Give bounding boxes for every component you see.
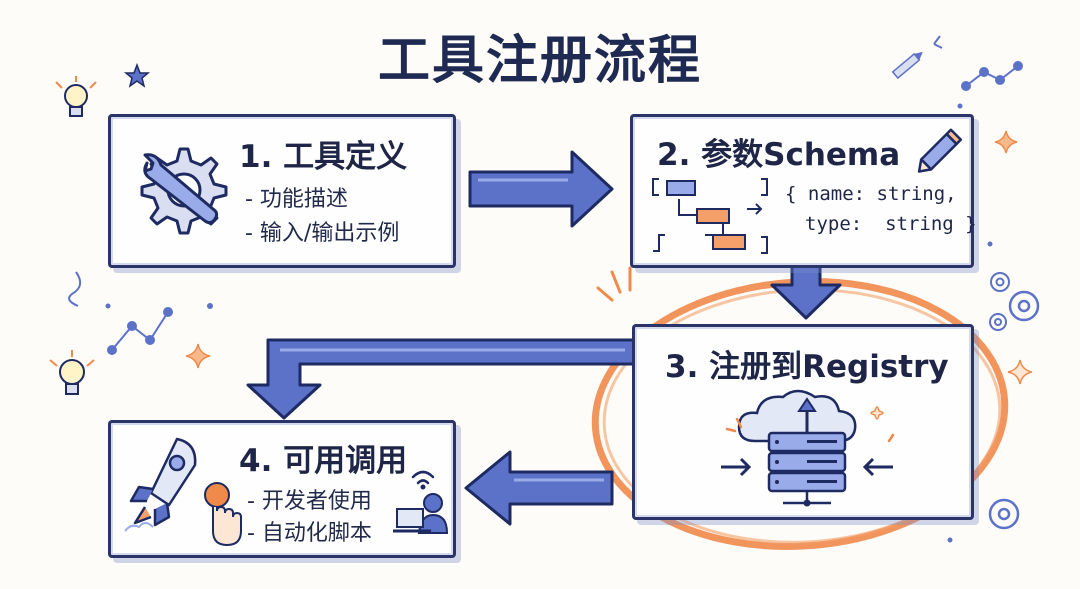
developer-laptop-icon — [393, 470, 449, 534]
line-graph-icon — [961, 61, 1023, 91]
rocket-icon — [124, 437, 197, 532]
arrow-step3-to-step4 — [246, 338, 638, 420]
star-icon — [123, 62, 151, 88]
arrow-step3-to-step4-lower — [464, 450, 614, 526]
sparkle-icon — [1007, 359, 1033, 385]
step-bullet: - 自动化脚本 — [247, 521, 372, 546]
gear-icon — [1008, 290, 1040, 322]
step-title: 1. 工具定义 — [239, 139, 408, 175]
step-bullet: - 功能描述 — [245, 187, 348, 212]
squiggle-icon — [68, 271, 82, 307]
cloud-server-icon — [721, 389, 895, 507]
step-card-4: 4. 可用调用 - 开发者使用 - 自动化脚本 — [108, 420, 456, 558]
step-bullet: - 输入/输出示例 — [245, 221, 400, 246]
arrow-step1-to-step2 — [468, 150, 614, 228]
schema-code-line-2: type: string } — [805, 213, 977, 235]
step-card-1: 1. 工具定义 - 功能描述 - 输入/输出示例 — [108, 114, 456, 268]
step-title: 3. 注册到Registry — [665, 349, 949, 385]
lightbulb-icon — [49, 350, 95, 395]
step-card-3: 3. 注册到Registry — [632, 324, 974, 520]
pencil-doodle-icon — [891, 51, 923, 80]
sparkle-icon — [994, 130, 1018, 154]
step-card-2: 2. 参数Schema { name: string, type: string… — [630, 114, 977, 268]
gear-icon — [989, 313, 1007, 331]
schema-tree-icon — [652, 178, 768, 254]
step-title: 2. 参数Schema — [657, 137, 901, 173]
diagram-title: 工具注册流程 — [377, 31, 702, 91]
gear-icon — [988, 498, 1020, 530]
line-graph-icon — [107, 307, 173, 355]
step-title: 4. 可用调用 — [239, 443, 408, 479]
lightbulb-icon — [55, 76, 97, 117]
step-bullet: - 开发者使用 — [247, 489, 372, 514]
sparkle-icon — [185, 343, 211, 369]
wrench-gear-icon — [140, 147, 228, 235]
click-hand-icon — [204, 482, 242, 547]
pencil-icon — [917, 128, 963, 173]
arrow-step2-to-step3 — [770, 262, 842, 320]
gear-icon — [990, 272, 1010, 292]
schema-code-line-1: { name: string, — [785, 183, 957, 205]
